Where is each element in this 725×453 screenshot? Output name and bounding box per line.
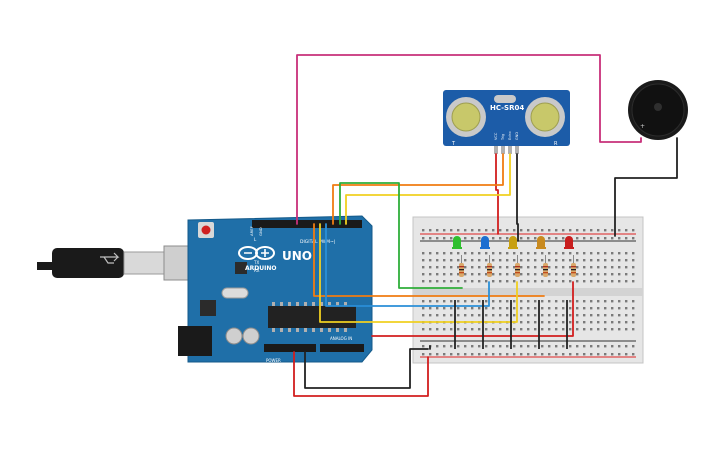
breadboard-holes: [422, 229, 635, 356]
sensor-pin-trig-label: Trig: [501, 134, 505, 141]
digital-pwm-label: DIGITAL PWM~|: [300, 239, 335, 245]
wire-gnd: [304, 348, 429, 389]
wire-led-yellow: [319, 223, 518, 323]
tx-label: TX: [253, 260, 259, 265]
wire-sensor-trig: [332, 153, 504, 225]
wire-buzzer-ground: [614, 137, 678, 237]
wire-led-blue: [325, 223, 490, 307]
atmega-chip: [268, 306, 356, 328]
analog-header: [320, 344, 364, 352]
arduino-infinity-logo: [238, 246, 275, 260]
arduino-brand-label: ARDUINO: [245, 265, 276, 272]
usb-cable: [37, 245, 197, 281]
led-l-label: L: [254, 237, 257, 242]
power-label: POWER: [266, 358, 281, 363]
arduino-model-label: UNO: [282, 249, 312, 263]
wire-5v: [293, 351, 429, 397]
wires: [293, 54, 678, 397]
rx-label: RX: [254, 268, 260, 273]
breadboard: [412, 216, 644, 364]
wire-led-red: [371, 281, 574, 337]
gnd-label: GND: [258, 227, 263, 236]
arduino-uno-board: ARDUINO UNO DIGITAL PWM~| POWER ANALOG I…: [178, 215, 373, 363]
led-yellow: [508, 236, 518, 249]
wire-sensor-echo: [345, 153, 511, 225]
sensor-pin-gnd-label: GND: [515, 132, 519, 140]
analog-in-label: ANALOG IN: [330, 336, 352, 341]
svg-text:+: +: [640, 123, 645, 130]
wire-buzzer-signal: [296, 54, 642, 225]
aref-label: AREF: [249, 226, 254, 236]
dc-power-jack: [178, 326, 212, 356]
digital-header: [252, 220, 362, 228]
led-orange: [536, 236, 546, 249]
led-red: [564, 236, 574, 249]
sensor-pin-echo-label: Echo: [508, 132, 512, 141]
wire-sensor-gnd: [516, 153, 519, 242]
led-group: [452, 236, 576, 349]
hc-sr04-sensor: HC-SR04 T R VCC Trig Echo GND: [443, 90, 570, 154]
wire-led-green: [339, 182, 463, 289]
sensor-name-label: HC-SR04: [490, 104, 524, 112]
sensor-t-label: T: [451, 141, 456, 147]
led-blue: [480, 236, 490, 249]
sensor-pin-vcc-label: VCC: [494, 132, 498, 140]
led-green: [452, 236, 462, 249]
wire-sensor-vcc: [495, 153, 499, 235]
power-header: [264, 344, 316, 352]
wire-led-orange: [313, 223, 545, 297]
sensor-r-label: R: [554, 141, 558, 147]
piezo-buzzer: +: [628, 80, 688, 140]
